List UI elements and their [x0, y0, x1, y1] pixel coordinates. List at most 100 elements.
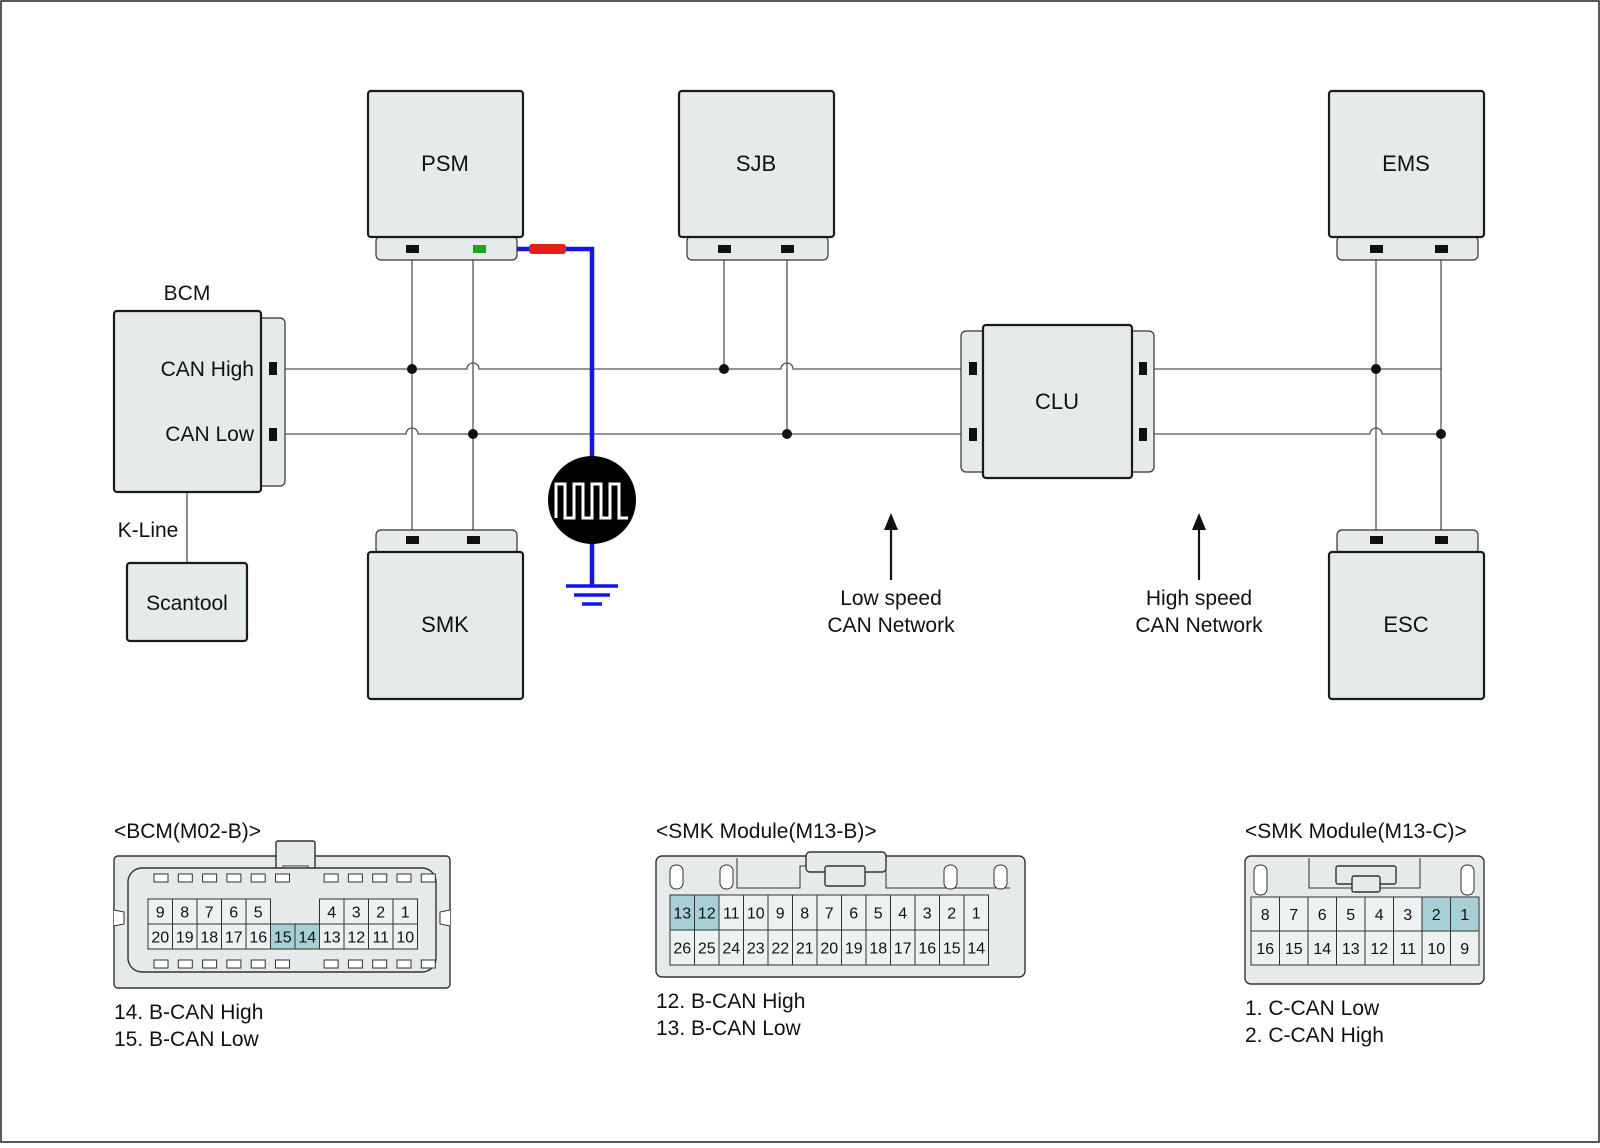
pin-number: 20	[151, 930, 169, 947]
pin-number: 4	[1375, 907, 1384, 924]
psm-label: PSM	[421, 151, 469, 176]
pin-number: 21	[796, 941, 814, 958]
pin-number: 10	[1427, 941, 1445, 958]
connector-latch-tooth	[226, 873, 242, 883]
bcm-module: BCM CAN High CAN Low	[112, 282, 286, 494]
high-speed-network-label: CAN Network	[1135, 614, 1263, 637]
pin-cavity	[865, 894, 891, 931]
pin-number: 24	[722, 941, 740, 958]
pin-cavity	[294, 923, 320, 950]
pin-cavity	[1450, 896, 1480, 932]
pin-cavity	[368, 923, 394, 950]
connector-latch-tooth	[347, 873, 363, 883]
connector-latch-tooth	[396, 959, 412, 969]
pin-number: 11	[1399, 941, 1416, 958]
pin-cavity	[392, 923, 418, 950]
pin-cavity	[343, 923, 369, 950]
connector-latch-tooth	[177, 959, 193, 969]
psm-module: PSM	[366, 89, 525, 261]
pin-number: 2	[376, 905, 385, 922]
pin-cavity	[743, 894, 769, 931]
connector-latch-tooth	[372, 873, 388, 883]
junction-dot	[782, 429, 792, 439]
pin-number: 19	[845, 941, 863, 958]
pin-number: 26	[673, 941, 691, 958]
pin-number: 3	[1403, 907, 1412, 924]
smk-m13b-legend-2: 13. B-CAN Low	[656, 1017, 802, 1040]
pin-number: 14	[967, 941, 985, 958]
pin-cavity	[694, 894, 720, 931]
pin-number: 13	[673, 906, 691, 923]
pin-number: 19	[176, 930, 194, 947]
pin-number: 2	[1432, 907, 1441, 924]
low-speed-network-label: CAN Network	[827, 614, 955, 637]
pin-cavity	[1450, 930, 1480, 966]
pin-cavity	[865, 929, 891, 966]
pin-number: 13	[1342, 941, 1360, 958]
bcm-connector-title: <BCM(M02-B)>	[114, 820, 261, 843]
pin-number: 7	[205, 905, 214, 922]
pin-cavity	[147, 923, 173, 950]
connector-latch-tooth	[420, 959, 436, 969]
pin-cavity	[392, 898, 418, 925]
pin-number: 7	[825, 906, 834, 923]
low-speed-label: Low speed	[840, 587, 942, 610]
scantool-module: Scantool	[125, 561, 249, 643]
connector-latch-tooth	[177, 873, 193, 883]
pin-cavity	[914, 894, 940, 931]
ems-label: EMS	[1382, 151, 1430, 176]
pin-cavity	[792, 929, 818, 966]
pin-number: 7	[1289, 907, 1298, 924]
pin-number: 18	[200, 930, 218, 947]
pin-number: 18	[869, 941, 887, 958]
connector-latch-tooth	[347, 959, 363, 969]
pin-number: 9	[1460, 941, 1469, 958]
pin-cavity	[1393, 930, 1423, 966]
pin-number: 11	[372, 930, 389, 947]
connector-latch-tooth	[153, 873, 169, 883]
sjb-label: SJB	[736, 151, 776, 176]
connector-latch-tooth	[153, 959, 169, 969]
smk-module: SMK	[366, 529, 525, 701]
pin-number: 10	[396, 930, 414, 947]
connector-latch-tooth	[275, 873, 290, 883]
junction-dot	[1436, 429, 1446, 439]
pin-cavity	[1421, 930, 1451, 966]
pin-cavity	[669, 929, 695, 966]
pin-number: 12	[1370, 941, 1388, 958]
smk-m13b-title: <SMK Module(M13-B)>	[656, 820, 877, 843]
square-wave-icon	[548, 456, 636, 544]
connector-latch-tooth	[372, 959, 388, 969]
pin-cavity	[694, 929, 720, 966]
pin-number: 5	[254, 905, 263, 922]
pin-number: 5	[874, 906, 883, 923]
smk-m13c-legend-1: 1. C-CAN Low	[1245, 997, 1380, 1020]
connector-latch-tooth	[323, 873, 339, 883]
smk-m13c-title: <SMK Module(M13-C)>	[1245, 820, 1467, 843]
pin-number: 3	[923, 906, 932, 923]
pin-number: 16	[1256, 941, 1274, 958]
ground-icon	[566, 584, 618, 606]
pin-number: 9	[776, 906, 785, 923]
pin-cavity	[841, 894, 867, 931]
pin-number: 16	[918, 941, 936, 958]
pin-number: 10	[747, 906, 765, 923]
pin-cavity	[939, 929, 965, 966]
high-speed-label: High speed	[1146, 587, 1252, 610]
probe-red-segment	[529, 244, 566, 254]
pin-number: 3	[352, 905, 361, 922]
pin-number: 6	[229, 905, 238, 922]
pin-number: 17	[894, 941, 912, 958]
ems-module: EMS	[1327, 89, 1486, 261]
pin-number: 17	[225, 930, 243, 947]
connector-latch-tooth	[275, 959, 290, 969]
connector-latch-tooth	[226, 959, 242, 969]
pin-cavity	[1364, 930, 1394, 966]
bcm-legend-2: 15. B-CAN Low	[114, 1028, 260, 1051]
pin-number: 15	[274, 930, 292, 947]
pin-cavity	[196, 923, 222, 950]
